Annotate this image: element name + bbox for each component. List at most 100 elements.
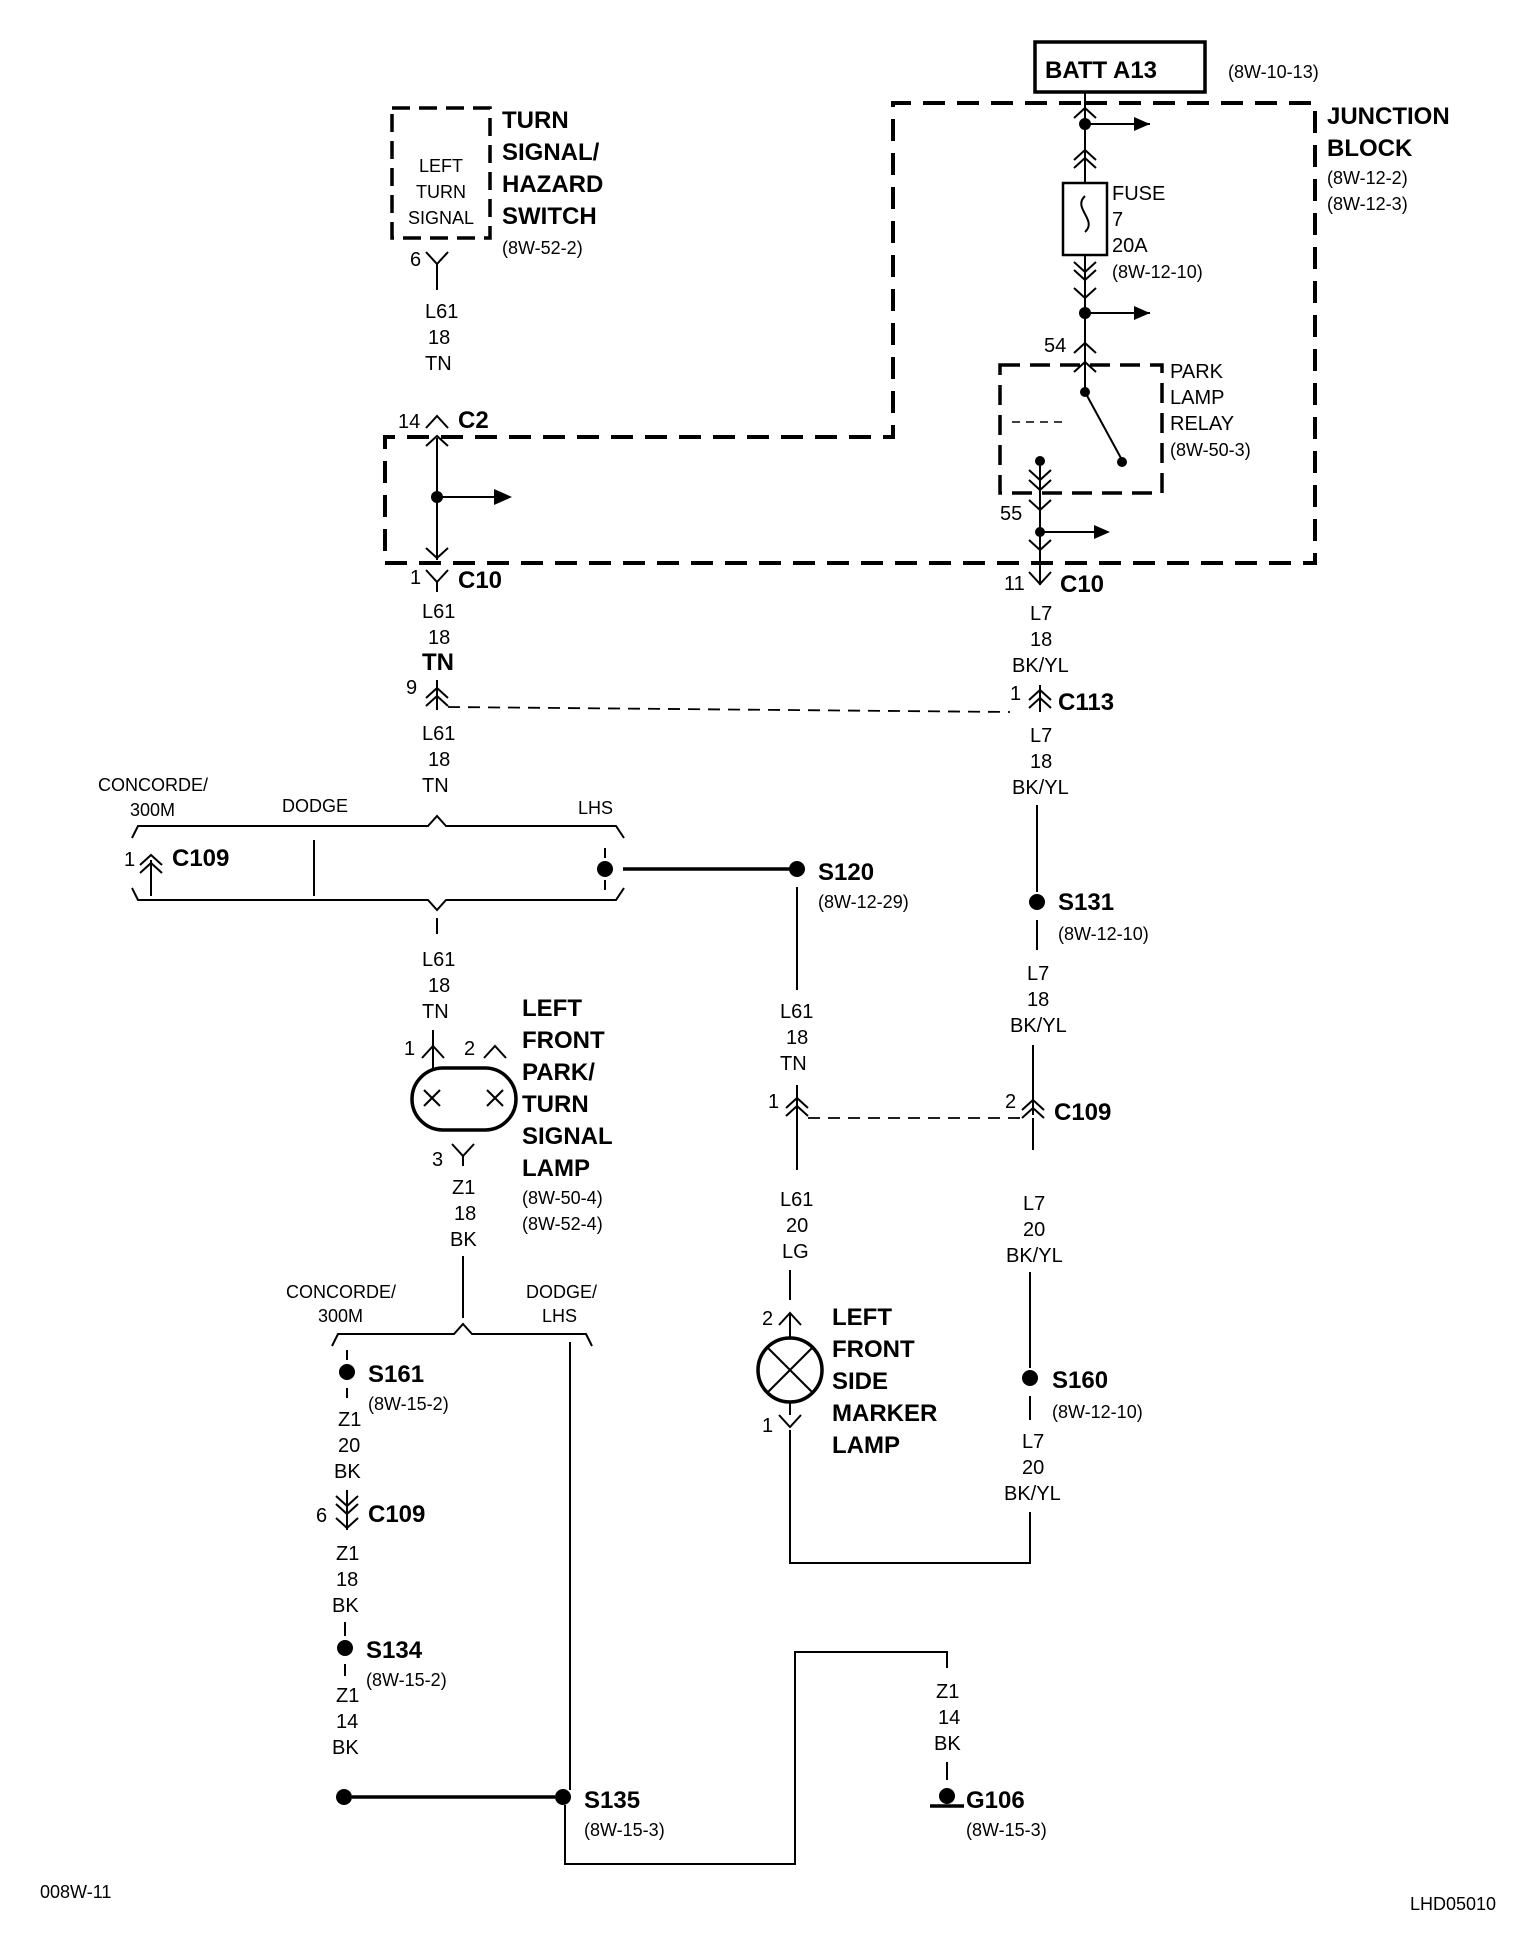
splice-s120: S120 (8W-12-29) [789, 859, 909, 990]
svg-text:L61: L61 [780, 1001, 813, 1023]
svg-text:18: 18 [1030, 629, 1052, 651]
svg-text:11: 11 [1004, 573, 1025, 595]
svg-text:(8W-52-2): (8W-52-2) [502, 238, 583, 258]
svg-text:20: 20 [786, 1215, 808, 1237]
svg-text:LG: LG [782, 1241, 809, 1263]
wire-l7-e: L7 20 BK/YL [1004, 1431, 1061, 1505]
svg-text:G106: G106 [966, 1787, 1025, 1814]
batt-label: BATT A13 [1045, 57, 1157, 84]
svg-text:JUNCTION: JUNCTION [1327, 103, 1450, 130]
svg-text:1: 1 [410, 567, 421, 589]
svg-text:BK: BK [934, 1733, 961, 1755]
svg-text:C109: C109 [172, 845, 229, 872]
c113-left: 9 [406, 677, 1011, 713]
svg-text:(8W-12-10): (8W-12-10) [1052, 1402, 1143, 1422]
svg-text:6: 6 [410, 249, 421, 271]
svg-text:DODGE: DODGE [282, 796, 348, 816]
svg-text:(8W-12-2): (8W-12-2) [1327, 168, 1408, 188]
svg-text:(8W-15-2): (8W-15-2) [368, 1394, 449, 1414]
svg-text:(8W-50-3): (8W-50-3) [1170, 440, 1251, 460]
c113-right: 1 C113 [1010, 683, 1114, 716]
svg-text:18: 18 [428, 975, 450, 997]
wire-l7-c: L7 18 BK/YL [1010, 963, 1067, 1037]
svg-text:(8W-12-29): (8W-12-29) [818, 892, 909, 912]
svg-text:6: 6 [316, 1505, 327, 1527]
svg-text:DODGE/: DODGE/ [526, 1282, 597, 1302]
svg-text:20A: 20A [1112, 235, 1148, 257]
svg-text:(8W-12-10): (8W-12-10) [1112, 262, 1203, 282]
batt-ref: (8W-10-13) [1228, 62, 1319, 82]
svg-text:(8W-52-4): (8W-52-4) [522, 1214, 603, 1234]
svg-text:S135: S135 [584, 1787, 640, 1814]
svg-text:C109: C109 [1054, 1099, 1111, 1126]
svg-text:18: 18 [428, 327, 450, 349]
turn-signal-switch: LEFT TURN SIGNAL TURN SIGNAL/ HAZARD SWI… [390, 106, 603, 290]
svg-text:Z1: Z1 [336, 1685, 359, 1707]
svg-text:L61: L61 [422, 723, 455, 745]
svg-text:18: 18 [786, 1027, 808, 1049]
svg-text:TN: TN [422, 1001, 449, 1023]
svg-text:S134: S134 [366, 1637, 423, 1664]
svg-text:TN: TN [780, 1053, 807, 1075]
splice-s134: S134 (8W-15-2) [337, 1637, 447, 1690]
connector-c2: 14 C2 [398, 407, 512, 560]
svg-text:1: 1 [1010, 683, 1021, 705]
splice-s161: S161 (8W-15-2) [339, 1361, 449, 1414]
svg-text:(8W-12-10): (8W-12-10) [1058, 924, 1149, 944]
park-lamp-relay: 54 PARK LAMP RELAY (8W-50-3) 55 [998, 335, 1251, 585]
svg-text:BK: BK [450, 1229, 477, 1251]
svg-text:LHS: LHS [542, 1306, 577, 1326]
svg-text:54: 54 [1044, 335, 1066, 357]
svg-text:SIGNAL: SIGNAL [408, 208, 474, 228]
svg-text:18: 18 [1030, 751, 1052, 773]
svg-text:MARKER: MARKER [832, 1400, 937, 1427]
c10-right: 11 C10 [1004, 571, 1104, 598]
svg-text:HAZARD: HAZARD [502, 171, 603, 198]
svg-text:2: 2 [1005, 1091, 1016, 1113]
splice-s135: S135 (8W-15-3) [336, 1651, 948, 1865]
svg-text:LAMP: LAMP [1170, 387, 1224, 409]
svg-text:FUSE: FUSE [1112, 183, 1165, 205]
svg-text:2: 2 [762, 1308, 773, 1330]
splice-s131: S131 (8W-12-10) [1029, 889, 1149, 950]
wire-l7-b: L7 18 BK/YL [1012, 725, 1069, 799]
svg-text:BLOCK: BLOCK [1327, 135, 1413, 162]
footer-right: LHD05010 [1410, 1894, 1496, 1914]
ground-g106: Z1 14 BK G106 (8W-15-3) [930, 1681, 1047, 1840]
footer-left: 008W-11 [40, 1882, 111, 1902]
svg-text:L7: L7 [1030, 725, 1052, 747]
fuse-circuit: FUSE 7 20A (8W-12-10) [1061, 92, 1203, 354]
svg-text:(8W-15-2): (8W-15-2) [366, 1670, 447, 1690]
splice-s160: S160 (8W-12-10) [1022, 1367, 1143, 1422]
wire-l61-a: L61 18 TN [425, 301, 458, 375]
svg-text:SIGNAL/: SIGNAL/ [502, 139, 600, 166]
svg-text:CONCORDE/: CONCORDE/ [286, 1282, 396, 1302]
svg-text:LEFT: LEFT [522, 995, 582, 1022]
marker-return-wire [789, 1430, 1031, 1564]
park-turn-signal-lamp: 1 2 3 LEFT FRONT PARK/ TURN SIGNAL LAMP … [404, 995, 613, 1234]
svg-text:L61: L61 [780, 1189, 813, 1211]
c10-left: 1 C10 [410, 567, 502, 594]
svg-text:C2: C2 [458, 407, 489, 434]
svg-text:C10: C10 [458, 567, 502, 594]
svg-text:TN: TN [422, 649, 454, 676]
svg-text:LAMP: LAMP [522, 1155, 590, 1182]
c109-low: 6 C109 [316, 1490, 425, 1530]
svg-text:SIDE: SIDE [832, 1368, 888, 1395]
svg-text:18: 18 [336, 1569, 358, 1591]
svg-text:L61: L61 [422, 601, 455, 623]
svg-text:9: 9 [406, 677, 417, 699]
svg-text:L7: L7 [1027, 963, 1049, 985]
svg-text:(8W-50-4): (8W-50-4) [522, 1188, 603, 1208]
svg-text:BK: BK [334, 1461, 361, 1483]
svg-text:BK/YL: BK/YL [1004, 1483, 1061, 1505]
svg-text:Z1: Z1 [936, 1681, 959, 1703]
svg-text:20: 20 [338, 1435, 360, 1457]
svg-text:CONCORDE/: CONCORDE/ [98, 775, 208, 795]
svg-text:1: 1 [124, 849, 135, 871]
svg-text:L61: L61 [425, 301, 458, 323]
svg-text:SWITCH: SWITCH [502, 203, 597, 230]
svg-text:L7: L7 [1022, 1431, 1044, 1453]
wire-l7-d: L7 20 BK/YL [1006, 1193, 1063, 1267]
